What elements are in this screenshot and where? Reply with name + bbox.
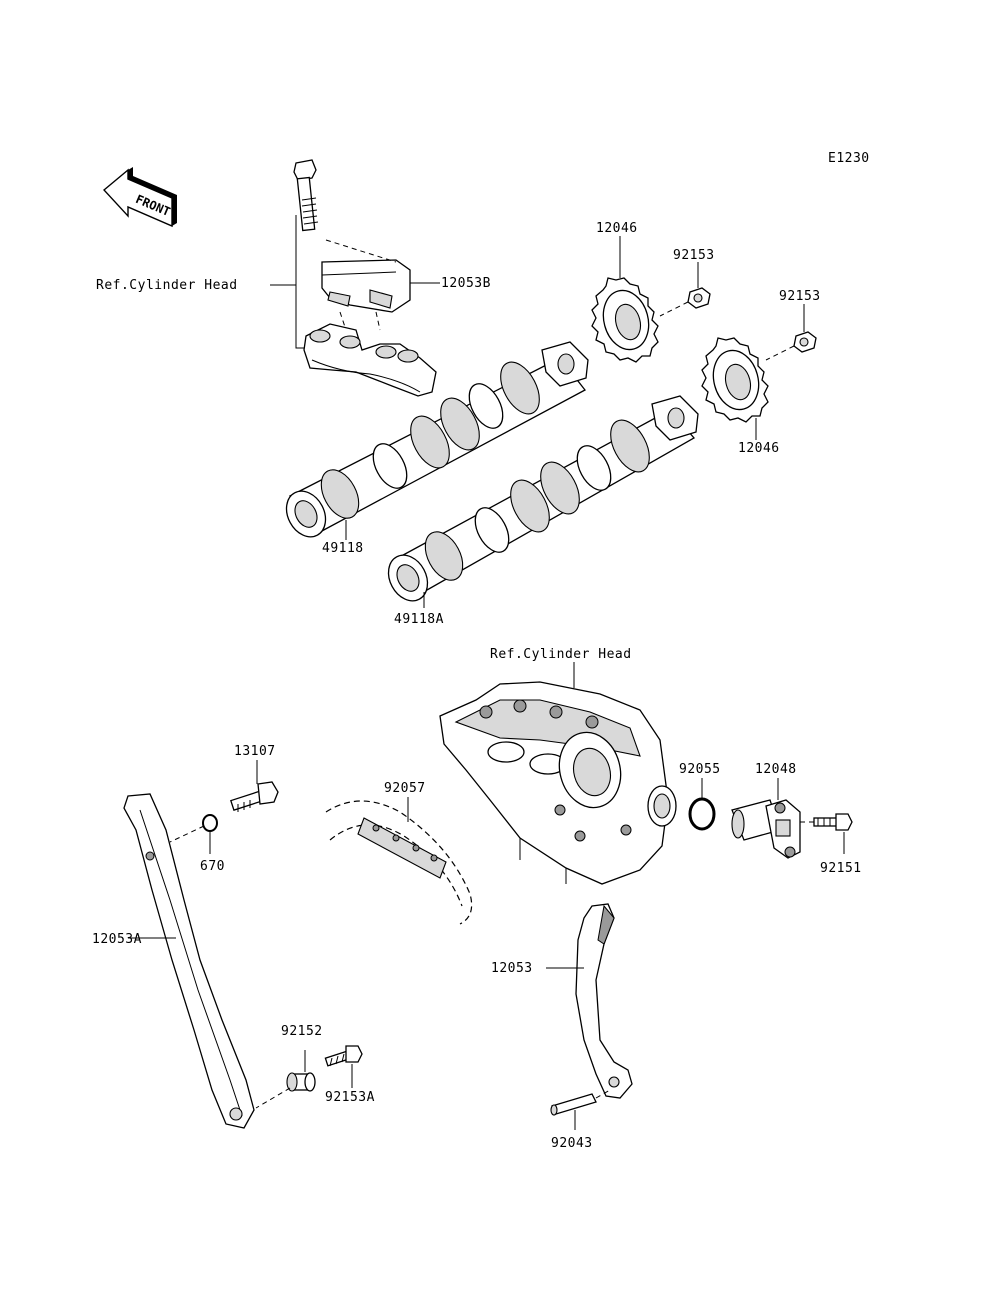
sprocket-bolt-upper	[687, 287, 711, 309]
cylinder-head	[439, 681, 677, 885]
label-92152: 92152	[281, 1024, 323, 1039]
cam-chain	[325, 800, 473, 925]
label-12053: 12053	[491, 961, 533, 976]
label-92151: 92151	[820, 861, 862, 876]
guide-collar	[286, 1072, 316, 1092]
label-92043: 92043	[551, 1136, 593, 1151]
ref-cylinder-head-top-label: Ref.Cylinder Head	[96, 278, 238, 293]
guide-pin	[550, 1093, 597, 1116]
sprocket-bolt-lower	[793, 331, 817, 353]
washer	[202, 814, 218, 832]
ref-cylinder-head-mid-label: Ref.Cylinder Head	[490, 647, 632, 662]
label-12053A: 12053A	[92, 932, 142, 947]
cam-chain-guide-upper	[321, 259, 411, 313]
label-12048: 12048	[755, 762, 797, 777]
o-ring	[688, 797, 716, 831]
bracket-line	[270, 215, 312, 349]
diagram-code: E1230	[828, 151, 870, 166]
label-12053B: 12053B	[441, 276, 491, 291]
guide-bolt	[230, 781, 279, 812]
label-12046-upper: 12046	[596, 221, 638, 236]
cam-chain-guide-short	[575, 903, 633, 1099]
camshaft-intake	[285, 341, 589, 538]
label-13107: 13107	[234, 744, 276, 759]
tensioner-bolt	[813, 813, 853, 831]
camshaft-exhaust	[387, 395, 699, 602]
label-92153-lower: 92153	[779, 289, 821, 304]
sprocket-lower	[701, 337, 769, 423]
cam-chain-guide-long	[123, 793, 255, 1129]
guide-bolt-lower	[324, 1045, 363, 1067]
label-92153A: 92153A	[325, 1090, 375, 1105]
label-670: 670	[200, 859, 225, 874]
label-92057: 92057	[384, 781, 426, 796]
label-92055: 92055	[679, 762, 721, 777]
label-12046-lower: 12046	[738, 441, 780, 456]
chain-tensioner	[731, 799, 801, 859]
cam-holder-bolt	[293, 159, 319, 232]
label-92153-upper: 92153	[673, 248, 715, 263]
sprocket-upper	[591, 277, 659, 363]
front-arrow-icon: FRONT	[102, 167, 177, 228]
camshaft-cap	[303, 323, 437, 397]
label-49118: 49118	[322, 541, 364, 556]
label-49118A: 49118A	[394, 612, 444, 627]
